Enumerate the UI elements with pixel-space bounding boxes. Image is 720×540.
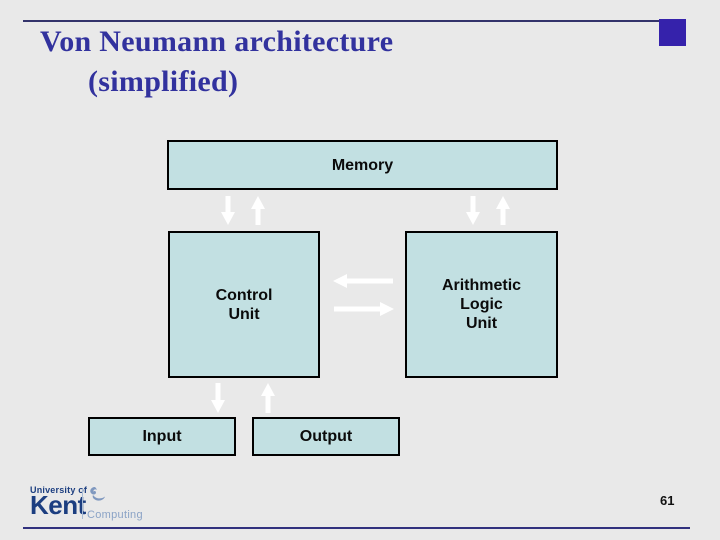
page-number: 61 — [660, 493, 675, 508]
arrow-cu-to-input-down-icon — [210, 383, 226, 413]
input-box: Input — [88, 417, 236, 456]
slide-title: Von Neumann architecture (simplified) — [40, 22, 393, 102]
arrow-output-to-cu-up-icon — [260, 383, 276, 413]
footer-rule — [23, 527, 690, 529]
swan-icon — [88, 486, 108, 511]
header-rule — [23, 20, 659, 22]
alu-box: Arithmetic Logic Unit — [405, 231, 558, 378]
accent-square — [659, 19, 686, 46]
memory-box: Memory — [167, 140, 558, 190]
logo-university-of-text: University of — [30, 485, 88, 495]
arrow-memory-to-cu-down-icon — [220, 196, 236, 225]
output-box: Output — [252, 417, 400, 456]
arrow-memory-to-alu-down-icon — [465, 196, 481, 225]
logo-kent-text: Kent — [30, 490, 86, 520]
arrow-cu-to-memory-up-icon — [250, 196, 266, 225]
logo-divider — [82, 489, 83, 519]
arrow-cu-to-alu-right-icon — [334, 301, 394, 317]
slide-title-line2: (simplified) — [88, 65, 239, 98]
arrow-alu-to-memory-up-icon — [495, 196, 511, 225]
control-unit-box: Control Unit — [168, 231, 320, 378]
arrow-alu-to-cu-left-icon — [333, 273, 393, 289]
university-of-kent-logo: University of Kent Computing — [30, 485, 143, 521]
logo-computing-text: Computing — [87, 509, 143, 521]
slide-title-line1: Von Neumann architecture — [40, 25, 394, 58]
